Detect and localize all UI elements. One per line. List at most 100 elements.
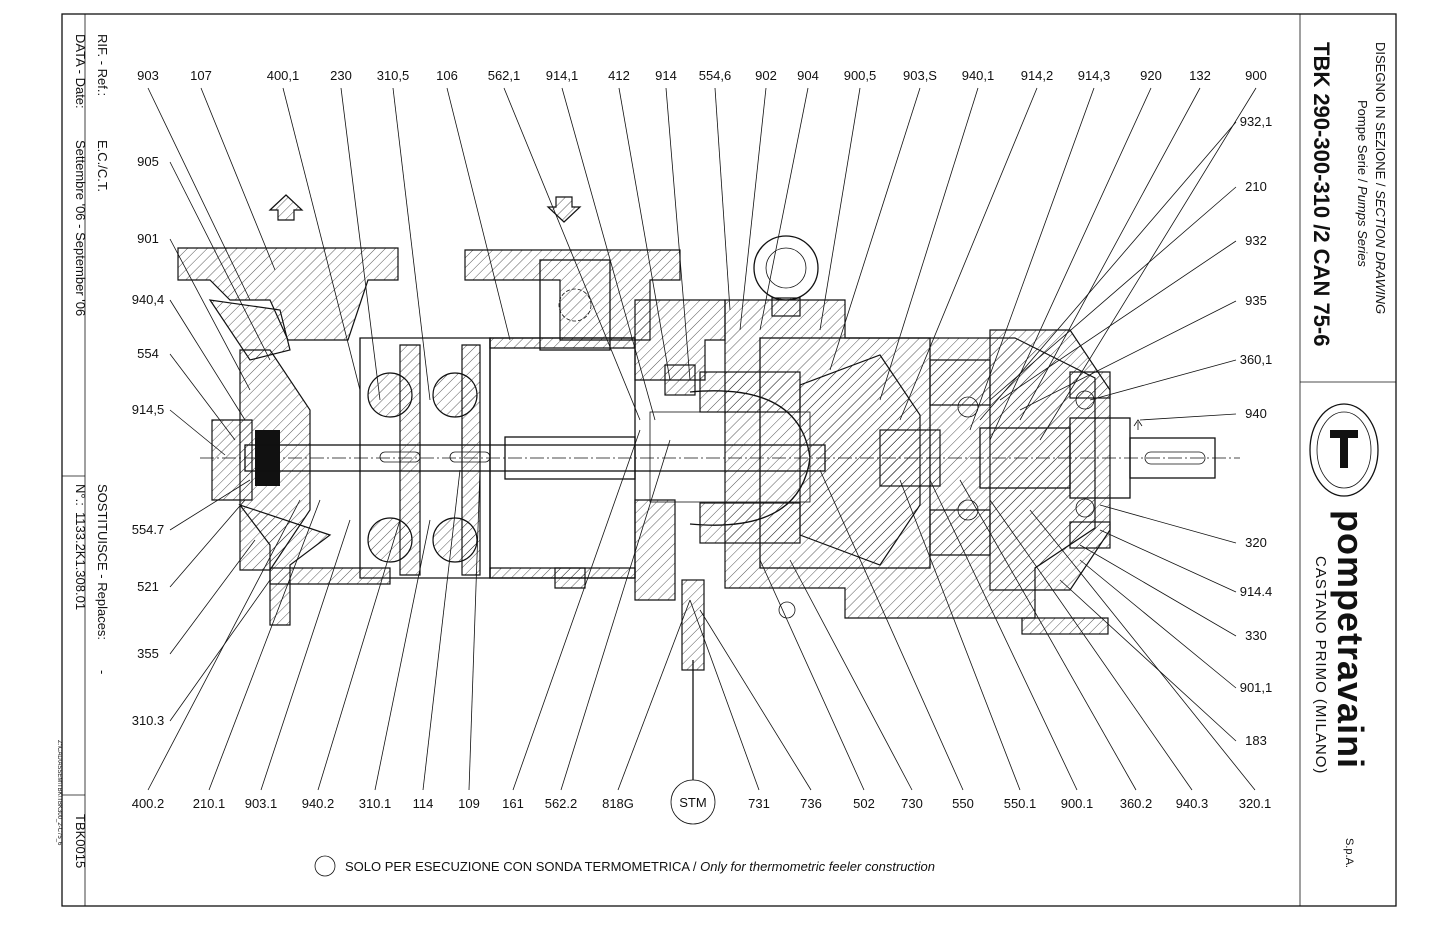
callout-bottom-label: 310.1 (359, 796, 392, 811)
leader-line (169, 539, 256, 655)
series-en: Pumps Series (1355, 186, 1370, 267)
leader-line (169, 161, 271, 361)
ref-label: RIF. - Ref.: (95, 34, 110, 96)
leader-line (1099, 504, 1237, 544)
callout-bottom-label: 940.3 (1176, 796, 1209, 811)
callout-top-label: 914,2 (1021, 68, 1054, 83)
callout-top-label: 554,6 (699, 68, 732, 83)
stm-label: STM (679, 795, 706, 810)
callout-top-label: 920 (1140, 68, 1162, 83)
leader-line (665, 87, 691, 381)
callout-left-label: 554 (137, 346, 159, 361)
callout-left-label: 554.7 (132, 522, 165, 537)
callout-right-label: 210 (1245, 179, 1267, 194)
callout-bottom-label: 320.1 (1239, 796, 1272, 811)
section-it: DISEGNO IN SEZIONE / (1373, 42, 1388, 190)
leader-line (969, 87, 1095, 431)
leader-line (714, 87, 731, 311)
callout-bottom-label: 210.1 (193, 796, 226, 811)
callouts-right: 932,1210932935360,1940320914.4330901,118… (1240, 114, 1273, 748)
leader-line (446, 87, 511, 341)
leader-line (200, 87, 276, 271)
callout-left-label: 901 (137, 231, 159, 246)
leader-line (1099, 529, 1237, 593)
leader-line (739, 87, 767, 331)
callout-bottom-label: 360.2 (1120, 796, 1153, 811)
callout-top-label: 412 (608, 68, 630, 83)
callout-top-label: 914 (655, 68, 677, 83)
callout-left-label: 940,4 (132, 292, 165, 307)
leader-line (617, 599, 691, 791)
note-en: Only for thermometric feeler constructio… (700, 859, 935, 874)
callout-top-label: 904 (797, 68, 819, 83)
leader-line (959, 479, 1137, 791)
leader-line (169, 353, 236, 441)
leader-line (899, 479, 1021, 791)
leader-line (282, 87, 361, 391)
leader-line (169, 479, 251, 531)
leader-line (879, 87, 979, 401)
leader-line (899, 87, 1038, 421)
callout-left-label: 914,5 (132, 402, 165, 417)
leader-line (512, 429, 641, 791)
section-drawing-caption: DISEGNO IN SEZIONE / SECTION DRAWING (1373, 42, 1388, 314)
leader-line (1139, 413, 1237, 421)
company-name: pompetravaini (1330, 510, 1371, 769)
leader-line (317, 519, 401, 791)
callout-bottom-label: 730 (901, 796, 923, 811)
note-it: SOLO PER ESECUZIONE CON SONDA TERMOMETRI… (345, 859, 700, 874)
leader-line (1029, 509, 1256, 791)
callout-top-label: 900 (1245, 68, 1267, 83)
note-marker (314, 855, 336, 877)
leader-line (169, 409, 226, 456)
callout-right-label: 901,1 (1240, 680, 1273, 695)
drawing-code: TBK0015 (73, 814, 88, 868)
callout-top-label: 914,1 (546, 68, 579, 83)
leader-line (169, 299, 246, 421)
leader-line (169, 238, 251, 391)
leader-line (169, 499, 246, 588)
callout-left-label: 521 (137, 579, 159, 594)
callout-right-label: 330 (1245, 628, 1267, 643)
callout-bottom-label: 550 (952, 796, 974, 811)
callout-top-label: 903,S (903, 68, 937, 83)
callout-right-label: 320 (1245, 535, 1267, 550)
replaces-value: - (95, 670, 110, 674)
callout-right-label: 183 (1245, 733, 1267, 748)
series-it: Pompe Serie / (1355, 100, 1370, 186)
pump-section (177, 194, 1240, 780)
callout-top-label: 903 (137, 68, 159, 83)
date-value: Settembre '06 - September '06 (73, 140, 88, 316)
callout-top-label: 900,5 (844, 68, 877, 83)
leader-line (1079, 544, 1237, 637)
file-path: Z:\CAD\ASSEM\TBK\TBK300_2-C75_6 (56, 740, 62, 846)
callout-bottom-label: 940.2 (302, 796, 335, 811)
leader-line (989, 87, 1152, 441)
number-value: 1133.2K1.308.01 (73, 512, 88, 610)
callout-top-label: 902 (755, 68, 777, 83)
leader-line (819, 469, 964, 791)
leader-line (208, 499, 321, 791)
replaces-label: SOSTITUISCE - Replaces: (95, 484, 110, 640)
leader-line (989, 499, 1193, 791)
callout-top-label: 230 (330, 68, 352, 83)
leader-line (422, 469, 461, 791)
leader-line (340, 87, 381, 401)
callout-right-label: 360,1 (1240, 352, 1273, 367)
callout-top-label: 107 (190, 68, 212, 83)
leader-line (618, 87, 671, 381)
callout-bottom-label: 903.1 (245, 796, 278, 811)
callout-right-label: 932,1 (1240, 114, 1273, 129)
leader-line (979, 121, 1237, 421)
leader-line (699, 609, 812, 791)
section-en: SECTION DRAWING (1373, 190, 1388, 314)
leader-line (999, 240, 1237, 401)
callout-bottom-label: 562.2 (545, 796, 578, 811)
leader-line (829, 87, 921, 371)
callout-bottom-label: 818G (602, 796, 634, 811)
leader-line (374, 519, 431, 791)
callout-top-label: 940,1 (962, 68, 995, 83)
